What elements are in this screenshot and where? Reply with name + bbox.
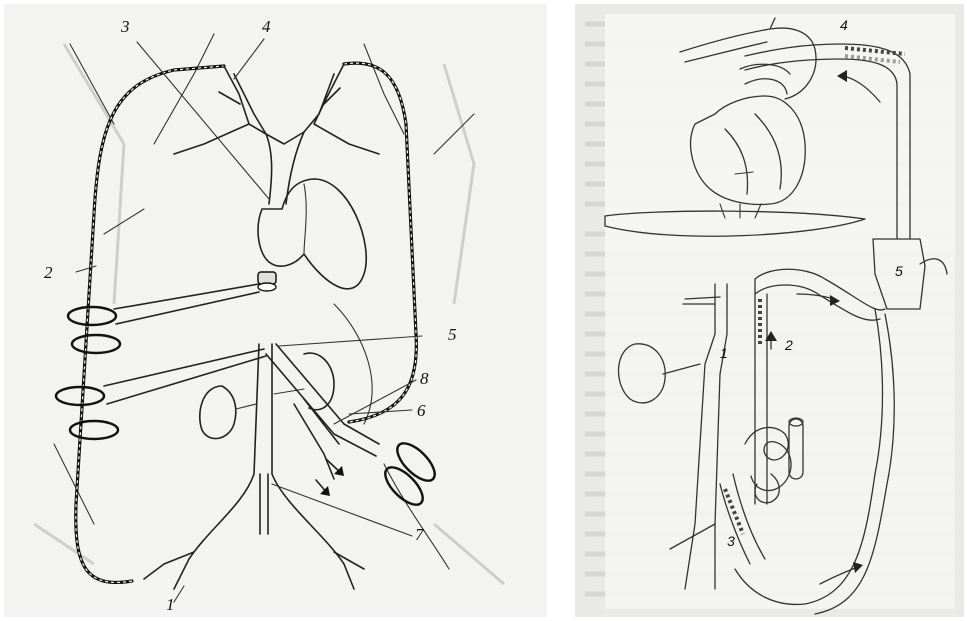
aortic-arch <box>174 64 379 204</box>
bypass-surgery-diagram-right <box>575 4 964 617</box>
bypass-tube-loop <box>76 63 417 582</box>
label-6: 6 <box>417 402 426 419</box>
label-1: 1 <box>720 346 728 360</box>
label-3: 3 <box>727 534 735 548</box>
label-7: 7 <box>415 526 424 543</box>
cannula-near-heart <box>258 272 276 291</box>
label-5: 5 <box>448 326 457 343</box>
left-diagram-panel: 3 4 2 5 8 6 7 1 <box>4 4 547 617</box>
label-4: 4 <box>840 18 848 32</box>
label-4: 4 <box>262 18 271 35</box>
label-1: 1 <box>166 596 175 613</box>
abdominal-aorta <box>144 344 364 589</box>
label-3: 3 <box>121 18 130 35</box>
flow-arrows <box>316 459 344 496</box>
label-8: 8 <box>420 370 429 387</box>
lower-forceps <box>56 349 266 439</box>
body-outline-neck-left <box>154 34 214 144</box>
label-2: 2 <box>785 338 793 352</box>
upper-forceps <box>68 284 259 353</box>
label-5: 5 <box>895 264 903 278</box>
right-diagram-panel: 4 5 1 2 3 <box>575 4 964 617</box>
kidneys <box>200 353 334 439</box>
label-2: 2 <box>44 264 53 281</box>
body-outline-left-shoulder <box>70 44 114 124</box>
bypass-surgery-diagram-left <box>4 4 547 617</box>
